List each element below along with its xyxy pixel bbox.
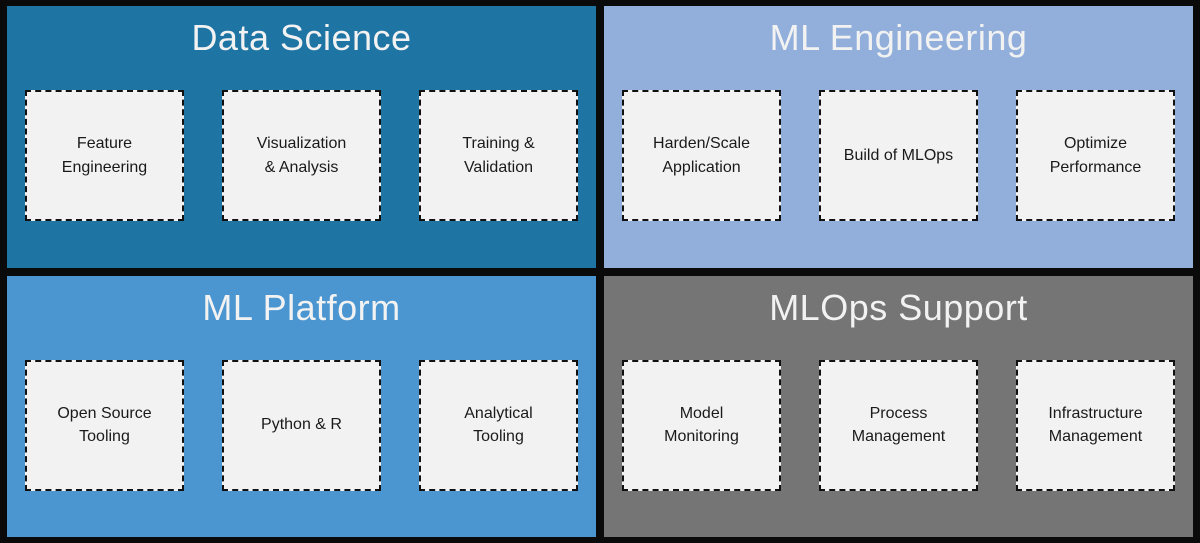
- item-box-feature-engineering: Feature Engineering: [25, 90, 184, 221]
- item-box-analytical-tooling: Analytical Tooling: [419, 359, 578, 491]
- item-label: Optimize Performance: [1049, 135, 1142, 176]
- item-box-visualization-analysis: Visualization & Analysis: [222, 90, 381, 221]
- box-row: Open Source Tooling Python & R Analytica…: [25, 359, 578, 491]
- item-label: Infrastructure Management: [1048, 404, 1143, 445]
- quadrant-title: ML Engineering: [769, 17, 1028, 58]
- item-label: Process Management: [851, 404, 946, 445]
- item-box-training-validation: Training & Validation: [419, 90, 578, 221]
- item-label: Visualization & Analysis: [256, 135, 347, 176]
- quadrant-title: MLOps Support: [769, 286, 1028, 328]
- quadrant-mlops-support: MLOps Support Model Monitoring Process M…: [604, 275, 1193, 537]
- item-label: Feature Engineering: [61, 135, 148, 176]
- box-row: Feature Engineering Visualization & Anal…: [25, 90, 578, 221]
- box-row: Model Monitoring Process Management Infr…: [622, 359, 1175, 491]
- item-label: Analytical Tooling: [464, 404, 533, 445]
- item-label: Harden/Scale Application: [653, 135, 750, 176]
- item-box-harden-scale-application: Harden/Scale Application: [622, 90, 781, 221]
- item-label: Build of MLOps: [843, 146, 954, 164]
- item-box-python-and-r: Python & R: [222, 359, 381, 491]
- quadrant-data-science: Data Science Feature Engineering Visuali…: [7, 6, 596, 268]
- item-box-open-source-tooling: Open Source Tooling: [25, 359, 184, 491]
- item-label: Python & R: [261, 416, 342, 434]
- item-box-process-management: Process Management: [819, 359, 978, 491]
- quadrant-title: Data Science: [191, 17, 412, 58]
- item-label: Open Source Tooling: [57, 404, 152, 445]
- item-box-optimize-performance: Optimize Performance: [1016, 90, 1175, 221]
- quadrant-title: ML Platform: [202, 286, 401, 328]
- quadrant-ml-platform: ML Platform Open Source Tooling Python &…: [7, 275, 596, 537]
- item-label: Model Monitoring: [664, 404, 739, 445]
- box-row: Harden/Scale Application Build of MLOps …: [622, 90, 1175, 221]
- item-label: Training & Validation: [462, 135, 535, 176]
- item-box-model-monitoring: Model Monitoring: [622, 359, 781, 491]
- item-box-build-of-mlops: Build of MLOps: [819, 90, 978, 221]
- quadrant-ml-engineering: ML Engineering Harden/Scale Application …: [604, 6, 1193, 268]
- item-box-infrastructure-management: Infrastructure Management: [1016, 359, 1175, 491]
